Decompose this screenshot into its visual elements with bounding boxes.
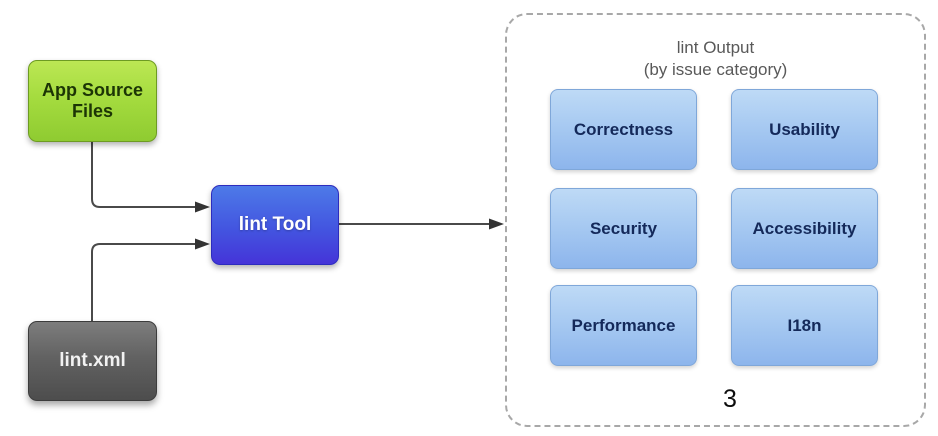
arrowhead-lint-xml-to-lint-tool <box>195 238 210 250</box>
lint-output-title-line2: (by issue category) <box>643 60 788 80</box>
category-box-correctness: Correctness <box>550 89 697 170</box>
category-box-security: Security <box>550 188 697 269</box>
node-lint-tool-label: lint Tool <box>238 214 312 236</box>
category-label: I18n <box>787 315 822 335</box>
category-label: Usability <box>769 119 840 139</box>
category-box-i18n: I18n <box>731 285 878 366</box>
category-label: Performance <box>571 315 676 335</box>
category-box-performance: Performance <box>550 285 697 366</box>
arrowhead-lint-tool-to-output <box>489 218 504 230</box>
lint-output-group: lint Output (by issue category) Correctn… <box>505 13 926 427</box>
node-app-source-files-label: App Source Files <box>41 80 143 121</box>
category-label: Correctness <box>573 119 674 139</box>
category-box-accessibility: Accessibility <box>731 188 878 269</box>
lint-output-title: lint Output (by issue category) <box>507 37 924 81</box>
category-label: Accessibility <box>752 218 857 238</box>
arrow-lint-xml-to-lint-tool <box>91 243 196 321</box>
category-label: Security <box>589 218 658 238</box>
node-app-source-files: App Source Files <box>28 60 157 142</box>
page-number: 3 <box>723 385 737 413</box>
lint-output-title-line1: lint Output <box>676 38 755 57</box>
node-lint-xml: lint.xml <box>28 321 157 401</box>
node-lint-xml-label: lint.xml <box>59 350 126 372</box>
arrowhead-app-source-to-lint-tool <box>195 201 210 213</box>
node-lint-tool: lint Tool <box>211 185 339 265</box>
category-box-usability: Usability <box>731 89 878 170</box>
arrow-app-source-to-lint-tool <box>91 140 196 208</box>
